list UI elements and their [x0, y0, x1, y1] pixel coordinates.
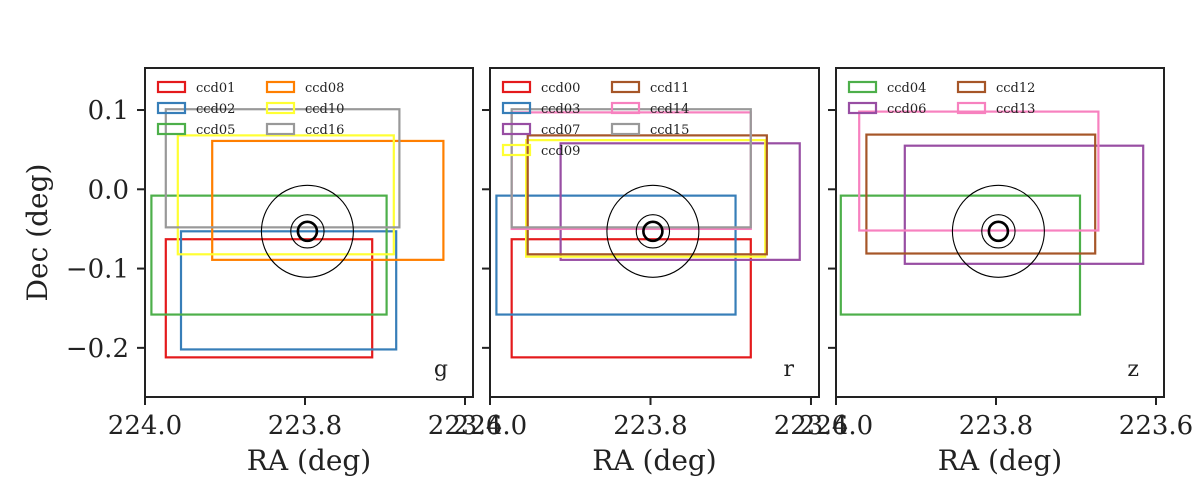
legend-swatch — [265, 122, 296, 136]
x-tick-label: 224.0 — [799, 411, 873, 441]
x-tick-label: 223.6 — [774, 411, 848, 441]
legend-swatch — [610, 122, 641, 136]
axes-frame — [489, 67, 820, 398]
panel-z: 224.0 223.8 223.6 RA (deg) z ccd04 ccd06 ccd12 c… — [799, 67, 1193, 477]
x-tick-label: 223.8 — [959, 411, 1033, 441]
panel-r-plot-area — [495, 108, 801, 359]
legend-entry: ccd13 — [996, 102, 1035, 117]
legend-swatch — [156, 80, 187, 94]
legend-swatch — [501, 143, 532, 157]
band-label: r — [783, 357, 794, 382]
y-tick-label: 0.0 — [88, 175, 129, 205]
panel-g: 224.0 223.8 223.6 0.1 0.0 −0.1 −0.2 RA (deg) Dec… — [21, 67, 502, 477]
aperture-circle — [642, 220, 664, 243]
aperture-circle — [290, 214, 325, 249]
ccd-footprint-ccd02 — [179, 230, 398, 351]
legend-entry: ccd02 — [196, 102, 235, 117]
x-axis-label: RA (deg) — [247, 444, 371, 477]
panel-r: 224.0 223.8 223.6 RA (deg) r ccd00 ccd03 ccd07 c… — [453, 67, 848, 477]
legend-entry: ccd12 — [996, 81, 1035, 96]
y-tick-label: 0.1 — [88, 96, 129, 126]
legend-entry: ccd03 — [541, 102, 580, 117]
ccd-footprint-ccd11 — [526, 134, 768, 256]
legend-entry: ccd11 — [650, 81, 689, 96]
x-tick-label: 223.8 — [613, 411, 687, 441]
ccd-footprint-ccd00 — [510, 238, 752, 359]
ccd-footprint-ccd12 — [865, 133, 1097, 255]
ccd-footprint-ccd13 — [858, 110, 1100, 232]
legend-entry: ccd00 — [541, 81, 580, 96]
aperture-circle — [635, 214, 671, 249]
ccd-footprint-ccd07 — [559, 142, 801, 261]
panel-g-plot-area — [150, 108, 445, 359]
x-tick-label: 223.6 — [1119, 411, 1193, 441]
legend-entry: ccd08 — [305, 81, 344, 96]
x-tick-label: 223.6 — [428, 411, 502, 441]
legend-entry: ccd06 — [887, 102, 926, 117]
legend-swatch — [610, 101, 641, 115]
band-label: g — [434, 357, 448, 382]
y-tick-label: −0.1 — [66, 255, 129, 285]
legend-entry: ccd09 — [541, 144, 580, 159]
ccd-footprint-ccd15 — [510, 108, 752, 229]
band-label: z — [1127, 357, 1139, 382]
legend-swatch — [265, 101, 296, 115]
ccd-footprint-ccd16 — [164, 108, 401, 229]
x-axis-label: RA (deg) — [938, 444, 1062, 477]
legend-swatch — [610, 80, 641, 94]
ccd-footprint-ccd04 — [839, 194, 1082, 316]
legend-entry: ccd04 — [887, 81, 926, 96]
legend-entry: ccd16 — [305, 123, 344, 138]
legend-swatch — [501, 101, 532, 115]
aperture-circle — [951, 184, 1045, 278]
ccd-footprint-ccd08 — [211, 139, 445, 261]
y-tick-label: −0.2 — [66, 334, 129, 364]
legend-entry: ccd01 — [196, 81, 235, 96]
x-axis-label: RA (deg) — [592, 444, 716, 477]
y-axis-label: Dec (deg) — [21, 164, 54, 302]
legend-swatch — [156, 101, 187, 115]
ccd-footprint-ccd06 — [903, 144, 1145, 265]
legend-swatch — [501, 80, 532, 94]
legend-swatch — [501, 122, 532, 136]
aperture-circle — [981, 214, 1016, 249]
legend-swatch — [156, 122, 187, 136]
ccd-footprint-ccd01 — [164, 238, 374, 359]
legend-entry: ccd07 — [541, 123, 580, 138]
axes-frame — [835, 67, 1165, 398]
aperture-circle — [260, 184, 354, 278]
x-tick-label: 224.0 — [453, 411, 527, 441]
ccd-footprint-ccd09 — [525, 139, 767, 258]
panel-z-plot-area — [839, 110, 1145, 316]
axes-frame — [144, 67, 474, 398]
legend-entry: ccd10 — [305, 102, 344, 117]
ccd-footprint-ccd10 — [176, 134, 395, 256]
legend-entry: ccd14 — [650, 102, 689, 117]
aperture-circle — [296, 220, 319, 243]
x-tick-label: 224.0 — [108, 411, 182, 441]
legend-entry: ccd05 — [196, 123, 235, 138]
legend-swatch — [847, 101, 878, 115]
legend-swatch — [265, 80, 296, 94]
legend-swatch — [847, 80, 878, 94]
aperture-circle — [606, 184, 700, 278]
x-tick-label: 223.8 — [268, 411, 342, 441]
aperture-circle — [987, 220, 1010, 243]
legend-swatch — [956, 101, 987, 115]
legend-entry: ccd15 — [650, 123, 689, 138]
legend-swatch — [956, 80, 987, 94]
